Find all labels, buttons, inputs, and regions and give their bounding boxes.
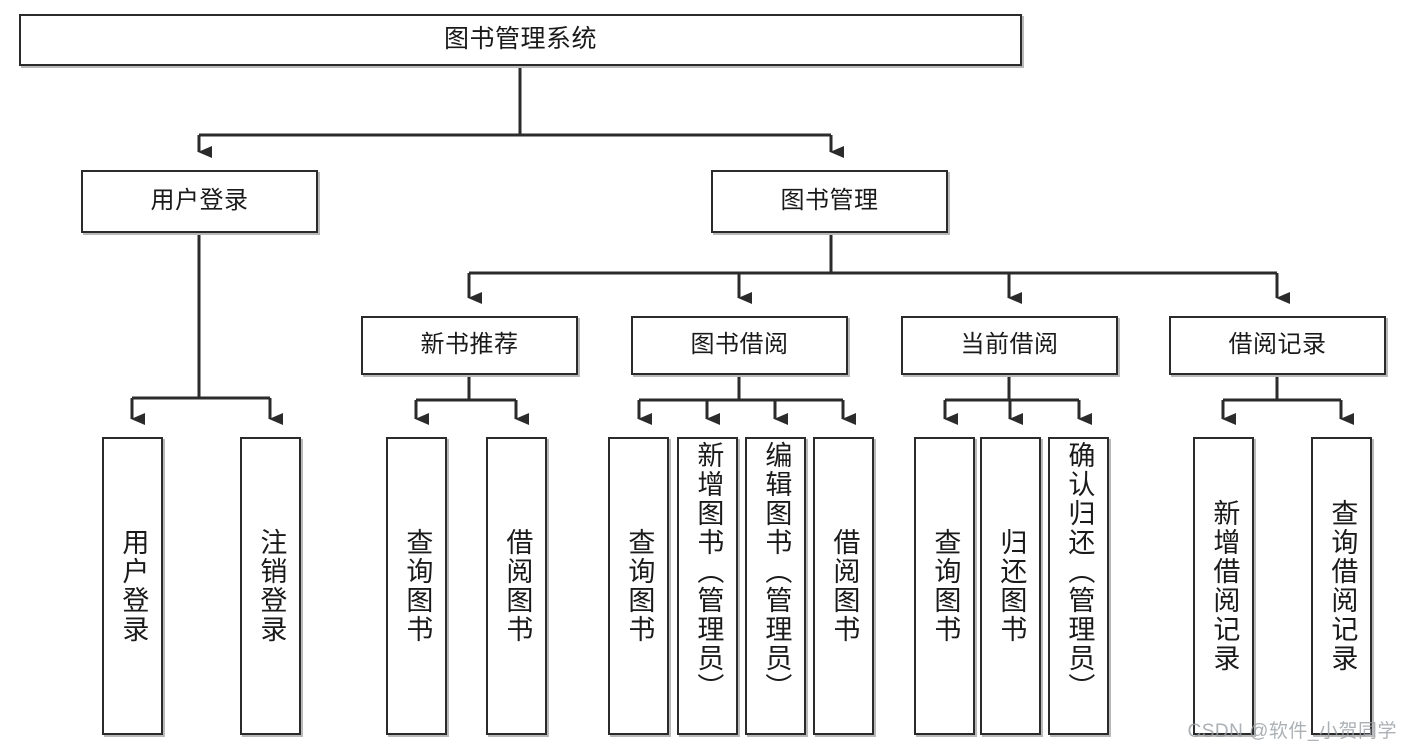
- node-leaf-query-record[interactable]: 查询借阅记录: [1311, 437, 1372, 735]
- node-leaf-borrow-book-2[interactable]: 借阅图书: [813, 437, 874, 735]
- node-book-manage[interactable]: 图书管理: [711, 170, 948, 233]
- node-new-book-recommend[interactable]: 新书推荐: [361, 316, 578, 375]
- node-book-borrow[interactable]: 图书借阅: [631, 316, 848, 375]
- node-leaf-borrow-book-1[interactable]: 借阅图书: [486, 437, 547, 735]
- node-leaf-add-record[interactable]: 新增借阅记录: [1193, 437, 1254, 735]
- node-leaf-logout-login[interactable]: 注销登录: [240, 437, 301, 735]
- node-leaf-borrow-book-2-label: 借阅图书: [829, 528, 860, 644]
- node-new-book-recommend-label: 新书推荐: [420, 331, 519, 359]
- node-book-manage-label: 图书管理: [780, 187, 879, 215]
- node-leaf-borrow-book-1-label: 借阅图书: [502, 528, 533, 644]
- node-leaf-query-book-1[interactable]: 查询图书: [386, 437, 447, 735]
- node-user-login-label: 用户登录: [150, 187, 249, 215]
- node-borrow-record-label: 借阅记录: [1228, 331, 1327, 359]
- node-leaf-add-record-label: 新增借阅记录: [1209, 499, 1240, 673]
- node-leaf-add-book[interactable]: 新增图书（管理员）: [677, 437, 738, 735]
- node-leaf-confirm-return-label: 确认归还（管理员）: [1064, 441, 1095, 702]
- node-leaf-query-book-3-label: 查询图书: [930, 528, 961, 644]
- node-leaf-add-book-label: 新增图书（管理员）: [693, 441, 724, 702]
- node-current-borrow[interactable]: 当前借阅: [901, 316, 1118, 375]
- node-leaf-edit-book[interactable]: 编辑图书（管理员）: [745, 437, 806, 735]
- node-leaf-return-book[interactable]: 归还图书: [980, 437, 1041, 735]
- node-root[interactable]: 图书管理系统: [19, 14, 1022, 66]
- node-root-label: 图书管理系统: [443, 25, 597, 54]
- node-user-login[interactable]: 用户登录: [81, 170, 318, 233]
- node-leaf-logout-login-label: 注销登录: [256, 528, 287, 644]
- node-leaf-user-login-label: 用户登录: [118, 528, 149, 644]
- node-leaf-query-record-label: 查询借阅记录: [1327, 499, 1358, 673]
- node-current-borrow-label: 当前借阅: [960, 331, 1059, 359]
- node-book-borrow-label: 图书借阅: [690, 331, 789, 359]
- node-leaf-query-book-1-label: 查询图书: [402, 528, 433, 644]
- node-borrow-record[interactable]: 借阅记录: [1169, 316, 1386, 375]
- node-leaf-user-login[interactable]: 用户登录: [102, 437, 163, 735]
- node-leaf-query-book-2-label: 查询图书: [624, 528, 655, 644]
- node-leaf-return-book-label: 归还图书: [996, 528, 1027, 644]
- node-leaf-edit-book-label: 编辑图书（管理员）: [761, 441, 792, 702]
- node-leaf-query-book-3[interactable]: 查询图书: [914, 437, 975, 735]
- node-leaf-query-book-2[interactable]: 查询图书: [608, 437, 669, 735]
- node-leaf-confirm-return[interactable]: 确认归还（管理员）: [1048, 437, 1109, 735]
